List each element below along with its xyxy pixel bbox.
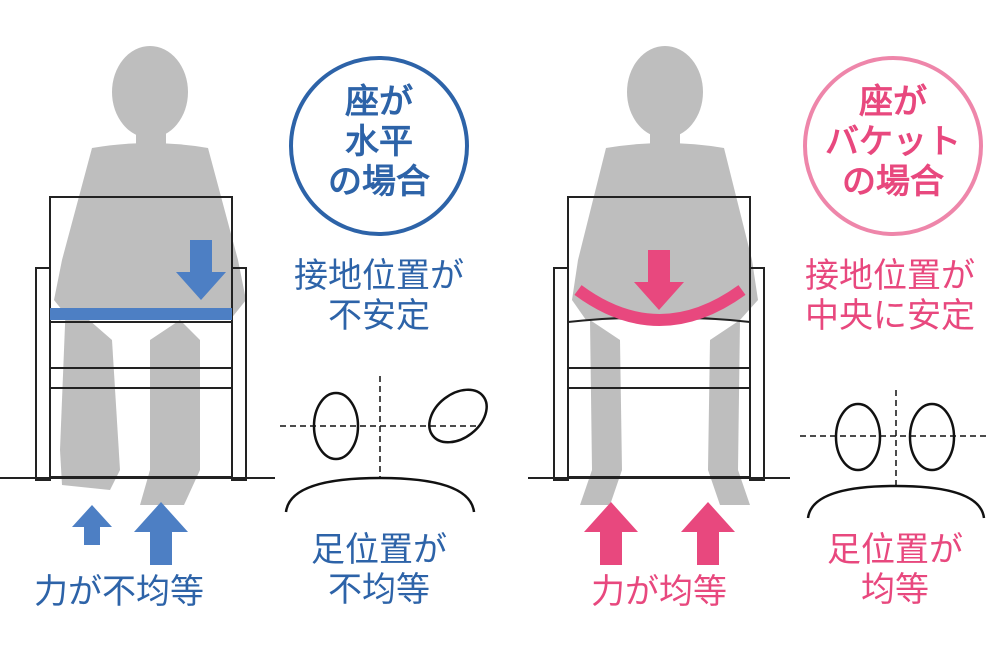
left-seat-bar <box>50 308 232 320</box>
right-contact-line1: 接地位置が <box>805 256 975 296</box>
left-foot-line1: 足位置が <box>311 530 447 570</box>
right-foot-diagram <box>800 390 990 519</box>
left-foot-label: 足位置が 不均等 <box>276 530 482 610</box>
left-force-label: 力が不均等 <box>34 572 204 612</box>
right-force-label: 力が均等 <box>591 572 727 612</box>
left-foot-diagram <box>280 376 488 513</box>
right-contact-label: 接地位置が 中央に安定 <box>782 256 998 336</box>
left-up-arrow-large <box>134 502 188 565</box>
left-title-circle <box>289 56 469 236</box>
left-contact-label: 接地位置が 不安定 <box>266 256 492 336</box>
left-circle-title: 座が 水平 の場合 <box>291 82 467 202</box>
left-foot-line2: 不均等 <box>328 570 430 611</box>
right-contact-line2: 中央に安定 <box>805 296 975 337</box>
left-contact-line2: 不安定 <box>328 296 430 337</box>
right-foot-line2: 均等 <box>861 570 929 611</box>
right-foot-label: 足位置が 均等 <box>792 530 998 610</box>
right-circle-title: 座が バケット の場合 <box>805 82 981 202</box>
left-down-arrow <box>176 240 226 300</box>
left-contact-line1: 接地位置が <box>294 256 464 296</box>
left-up-arrow-small <box>72 505 112 545</box>
left-circle-line2: 水平 <box>345 122 413 163</box>
left-circle-line3: の場合 <box>328 162 430 203</box>
right-person-silhouette <box>572 46 758 505</box>
left-circle-line1: 座が <box>345 82 413 122</box>
right-title-circle <box>803 56 983 236</box>
right-circle-line2: バケット <box>825 122 961 163</box>
right-up-arrow-right <box>681 502 735 565</box>
right-circle-line1: 座が <box>859 82 927 122</box>
right-down-arrow <box>634 250 684 310</box>
right-foot-line1: 足位置が <box>827 530 963 570</box>
right-seat-curve <box>574 285 746 326</box>
right-up-arrow-left <box>584 502 638 565</box>
right-circle-line3: の場合 <box>842 162 944 203</box>
